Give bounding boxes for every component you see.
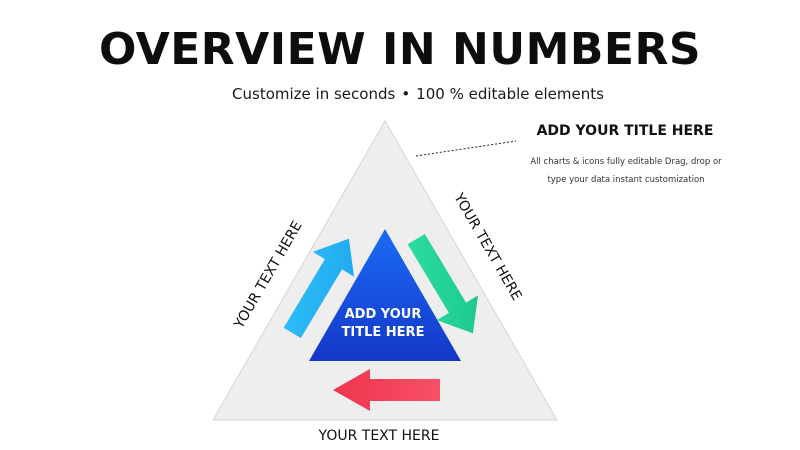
callout-description: All charts & icons fully editable Drag, … bbox=[530, 157, 722, 185]
callout-connector bbox=[415, 140, 517, 157]
center-title-line2: TITLE HERE bbox=[342, 325, 425, 340]
center-title-line1: ADD YOUR bbox=[345, 307, 422, 322]
page-title: OVERVIEW IN NUMBERS bbox=[98, 24, 702, 75]
arrow-up-icon bbox=[283, 238, 355, 339]
bottom-side-label: YOUR TEXT HERE bbox=[318, 428, 440, 444]
subtitle-left: Customize in seconds bbox=[232, 85, 396, 103]
arrow-left-icon bbox=[333, 369, 440, 411]
callout-title: ADD YOUR TITLE HERE bbox=[536, 123, 714, 139]
arrow-down-icon bbox=[407, 233, 479, 334]
subtitle-right: 100 % editable elements bbox=[416, 85, 604, 103]
subtitle-bullet: • bbox=[401, 85, 411, 103]
inner-triangle bbox=[309, 229, 461, 361]
page-subtitle: Customize in seconds • 100 % editable elem… bbox=[0, 84, 800, 104]
